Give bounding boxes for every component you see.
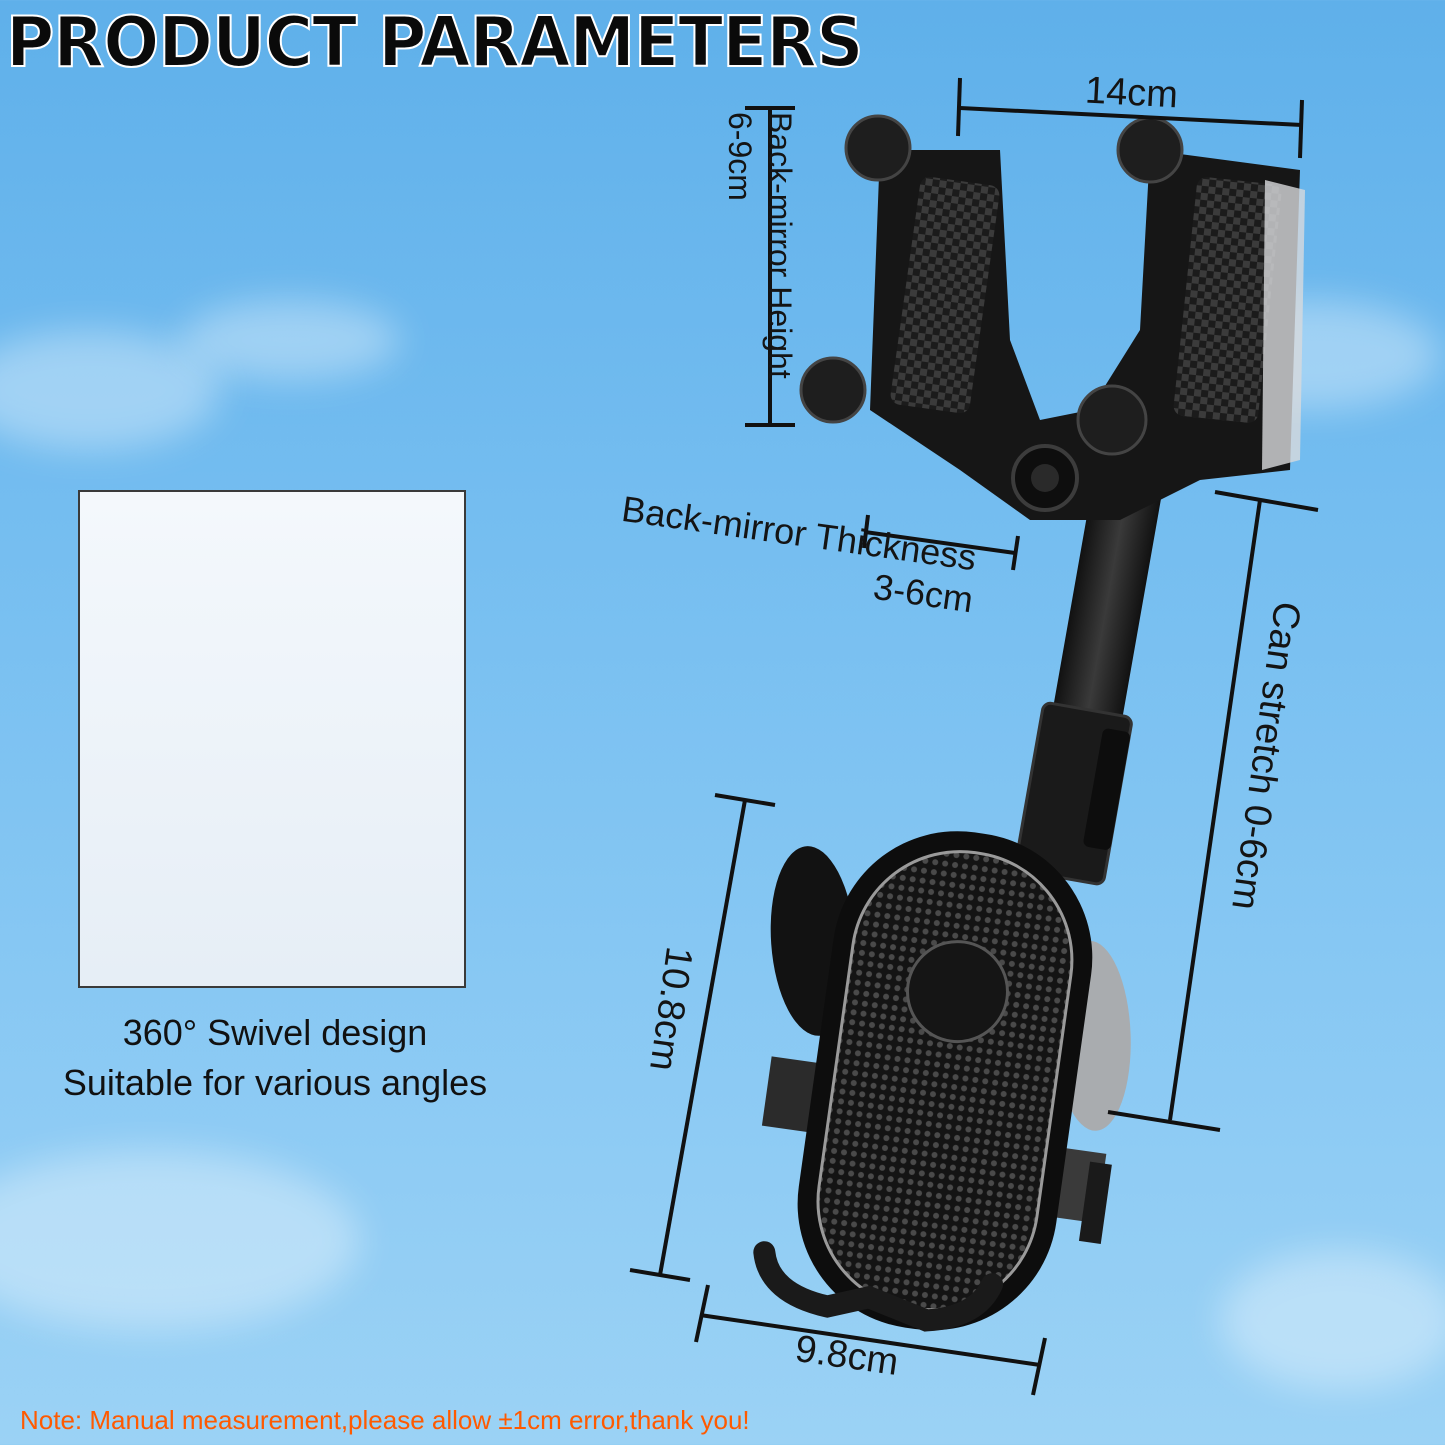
swivel-inset-frame [78,490,466,988]
cloud [0,1150,360,1330]
phone-holder [753,831,1131,1332]
cloud [1220,1250,1445,1390]
mirror-height-text: Back-mirror Height [762,112,798,379]
mirror-height-label: Back-mirror Height 6-9cm [720,112,800,379]
inset-caption-line2: Suitable for various angles [62,1062,488,1103]
width-top-label: 14cm [1083,69,1179,117]
mirror-clamp [799,114,1305,520]
inset-caption-line1: 360° Swivel design [122,1012,428,1053]
cloud [0,330,220,450]
dimension-lines [629,77,1319,1396]
page-title: PRODUCT PARAMETERS [5,1,865,84]
cloud [180,300,400,380]
telescopic-arm [1014,478,1162,886]
measurement-note: Note: Manual measurement,please allow ±1… [20,1405,750,1435]
mirror-height-value: 6-9cm [722,112,758,201]
